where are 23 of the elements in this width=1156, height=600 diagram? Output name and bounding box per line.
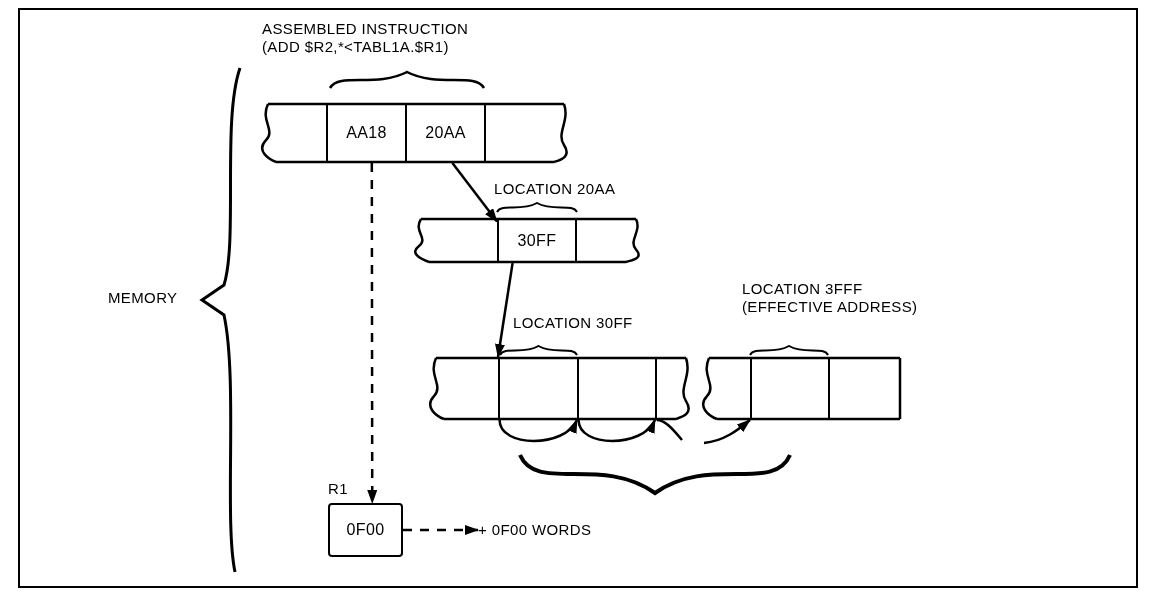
register-box xyxy=(328,503,403,557)
memory-strip xyxy=(703,357,900,420)
annotation-label: ASSEMBLED INSTRUCTION (ADD $R2,*<TABL1A.$R1) xyxy=(262,20,470,56)
memory-strip xyxy=(415,218,640,263)
annotation-label: LOCATION 3FFF (EFFECTIVE ADDRESS) xyxy=(742,280,919,316)
dashed-arrow xyxy=(403,525,479,535)
cell-value: 0F00 xyxy=(346,520,385,540)
memory-strip xyxy=(430,357,690,420)
cell-value: 30FF xyxy=(517,230,557,251)
annotation-label: MEMORY xyxy=(108,289,179,307)
arrow xyxy=(577,419,657,443)
arrow xyxy=(498,419,579,443)
cell-value: 20AA xyxy=(425,123,466,143)
cell-value: AA18 xyxy=(346,123,387,143)
annotation-label: LOCATION 20AA xyxy=(494,180,617,198)
arrow xyxy=(703,419,751,445)
arrow xyxy=(451,162,498,223)
dashed-arrow xyxy=(367,163,378,504)
arrow xyxy=(495,262,514,358)
annotation-label: LOCATION 30FF xyxy=(513,314,634,332)
offset-text: + 0F00 WORDS xyxy=(478,519,592,540)
memory-strip xyxy=(262,103,568,163)
register-name: R1 xyxy=(328,479,348,499)
